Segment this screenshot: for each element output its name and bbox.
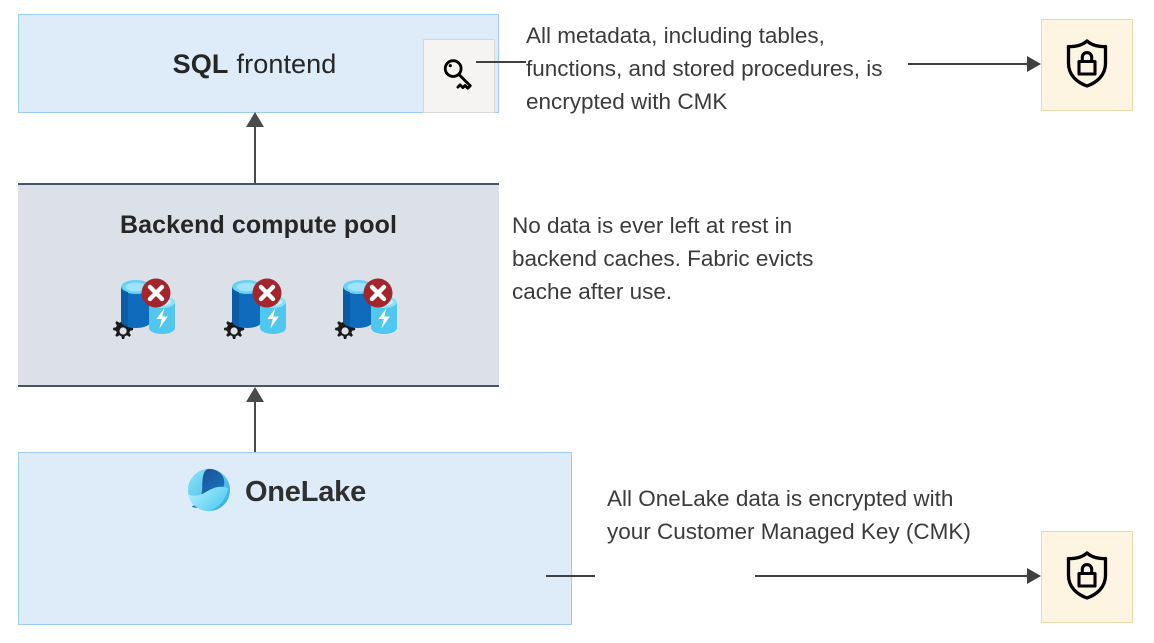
annotation-onelake-cmk: All OneLake data is encrypted with your …: [607, 486, 971, 544]
arrow-annotation-to-shield-top: [1027, 56, 1041, 72]
connector-onelake-to-backend: [254, 401, 257, 452]
cmk-shield-box-bottom: [1041, 531, 1133, 623]
onelake-logo-icon: [186, 467, 232, 518]
database-cache-disabled-icon: [220, 275, 298, 352]
cmk-shield-box-top: [1041, 19, 1133, 111]
sql-frontend-key-box[interactable]: [423, 39, 495, 113]
annotation-no-data-at-rest: No data is ever left at rest in backend …: [512, 213, 814, 304]
onelake-label: OneLake: [244, 476, 367, 508]
connector-sql-key-to-annotation: [476, 61, 526, 63]
onelake-header: OneLake: [19, 467, 573, 518]
arrow-annotation-to-shield-bottom: [1027, 568, 1041, 584]
arrow-backend-to-sql: [246, 112, 264, 127]
onelake-box: OneLake: [18, 452, 572, 625]
sql-frontend-title-bold: SQL: [172, 49, 229, 79]
connector-annotation-to-shield-bottom: [755, 575, 1028, 577]
annotation-metadata-cmk: All metadata, including tables, function…: [526, 23, 883, 114]
shield-lock-icon: [1061, 37, 1113, 94]
database-cache-disabled-icon: [109, 275, 187, 352]
sql-frontend-title-rest: frontend: [236, 49, 337, 79]
database-cache-disabled-icon: [331, 275, 409, 352]
backend-pool-title: Backend compute pool: [119, 211, 398, 239]
backend-compute-pool-box: Backend compute pool: [18, 183, 499, 387]
key-icon: [439, 54, 479, 99]
connector-backend-to-sql: [254, 126, 257, 183]
arrow-onelake-to-backend: [246, 387, 264, 402]
shield-lock-icon: [1061, 549, 1113, 606]
backend-node-list: [18, 275, 499, 352]
connector-annotation-to-shield-top: [908, 63, 1028, 65]
connector-onelake-key-to-annotation: [546, 575, 595, 577]
